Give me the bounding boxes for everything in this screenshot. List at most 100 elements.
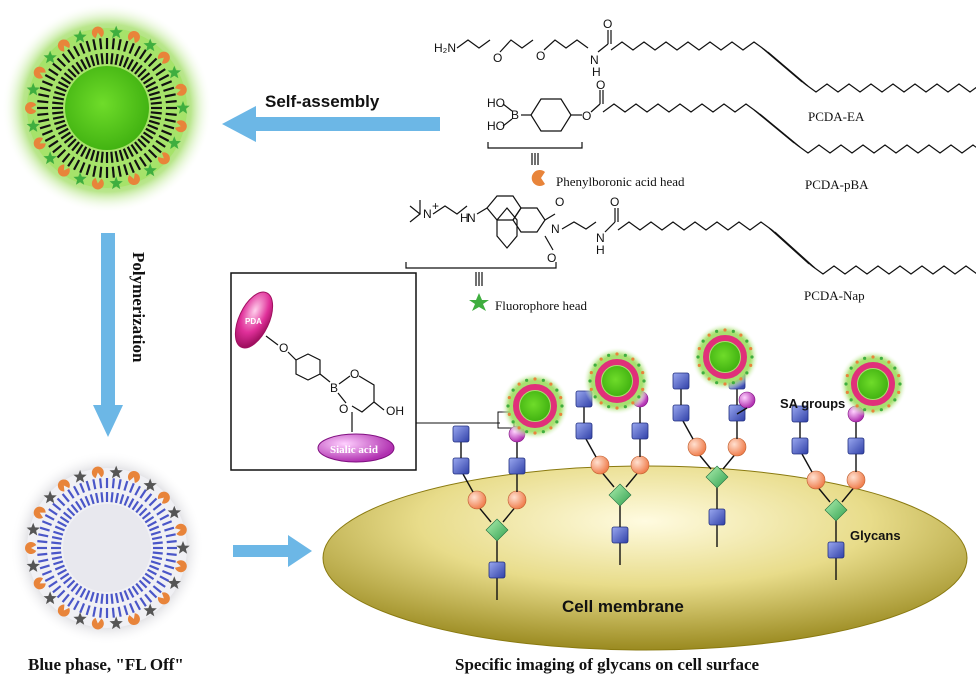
inset-boronate-ester: PDA O B O O OH Sialic acid <box>230 272 417 471</box>
star-head-icon <box>26 119 40 132</box>
svg-text:O: O <box>603 17 612 31</box>
star-head-icon <box>143 603 157 617</box>
head-icon <box>33 506 46 519</box>
head-icon <box>57 479 70 492</box>
pcda-ea-label: PCDA-EA <box>808 109 865 124</box>
star-head-icon <box>73 172 87 185</box>
inset-o2: O <box>339 402 348 416</box>
ea-nh: H <box>592 65 601 79</box>
molecule-pcda-ea: H₂N O O N H O PCDA-EA <box>434 17 976 124</box>
head-icon <box>24 542 37 554</box>
head-icon <box>127 173 140 186</box>
head-icon <box>127 613 140 626</box>
star-head-icon <box>143 38 157 52</box>
fluorophore-head-label: Fluorophore head <box>495 298 588 313</box>
sialic-acid-ellipse <box>317 433 395 463</box>
pba-ho2: HO <box>487 119 505 133</box>
head-icon <box>57 164 70 177</box>
star-head-icon <box>167 65 181 79</box>
head-icon <box>157 592 170 605</box>
pba-ho1: HO <box>487 96 505 110</box>
green-vesicle <box>2 3 212 213</box>
blue-vesicle <box>10 451 204 645</box>
svg-text:N: N <box>590 53 599 67</box>
head-icon <box>174 120 187 133</box>
pcda-pba-label: PCDA-pBA <box>805 177 869 192</box>
head-icon <box>157 152 170 165</box>
glycans-label: Glycans <box>850 528 901 543</box>
head-icon <box>33 66 46 79</box>
phenylboronic-head-icon <box>531 169 545 186</box>
head-icon <box>91 617 104 630</box>
head-icon <box>157 51 170 64</box>
molecule-pcda-nap: N + N H O N O N H O Fluorophore head PCD… <box>405 195 976 313</box>
star-head-icon <box>43 50 57 64</box>
star-head-icon <box>109 176 123 190</box>
svg-text:O: O <box>536 49 545 63</box>
star-head-icon <box>143 163 157 177</box>
glycans-group <box>452 372 866 600</box>
arrow-polymerization <box>93 233 123 437</box>
nap-nplus: N <box>423 207 432 221</box>
head-icon <box>33 137 46 150</box>
star-head-icon <box>43 151 57 165</box>
blue-vesicle-bilayer <box>37 478 177 618</box>
star-head-icon <box>109 616 123 630</box>
star-head-icon <box>43 490 57 504</box>
pda-label: PDA <box>245 317 262 326</box>
blue-phase-label: Blue phase, "FL Off" <box>28 655 184 674</box>
head-icon <box>127 470 140 483</box>
svg-text:O: O <box>610 195 619 209</box>
star-head-icon <box>176 101 190 114</box>
pba-b: B <box>511 108 519 122</box>
star-head-icon <box>167 576 181 589</box>
head-icon <box>174 83 187 96</box>
polymerization-label: Polymerization <box>129 252 148 363</box>
arrow-self-assembly <box>222 106 440 142</box>
nap-nh2: H <box>596 243 605 257</box>
head-icon <box>127 30 140 43</box>
head-icon <box>174 560 187 573</box>
star-head-icon <box>167 505 181 519</box>
head-icon <box>174 523 187 536</box>
inset-oh: OH <box>386 404 404 418</box>
sialic-acid-label: Sialic acid <box>330 444 378 456</box>
star-head-icon <box>167 136 181 149</box>
small-vesicles <box>501 323 907 440</box>
star-head-icon <box>109 25 123 39</box>
pcda-nap-label: PCDA-Nap <box>804 288 865 303</box>
star-head-icon <box>26 522 40 536</box>
nap-n2: N <box>551 222 560 236</box>
phenylboronic-head-label: Phenylboronic acid head <box>556 174 685 189</box>
head-icon <box>57 39 70 52</box>
blue-vesicle-heads <box>24 465 190 630</box>
star-head-icon <box>26 559 40 572</box>
cell-membrane <box>322 465 968 651</box>
star-head-icon <box>109 465 123 479</box>
green-vesicle-bilayer <box>37 38 177 178</box>
star-head-icon <box>73 612 87 625</box>
self-assembly-label: Self-assembly <box>265 92 380 111</box>
cell-membrane-label: Cell membrane <box>562 597 684 616</box>
svg-text:O: O <box>279 341 288 355</box>
head-icon <box>25 102 37 114</box>
head-icon <box>57 604 70 617</box>
fluorophore-head-icon <box>469 293 489 311</box>
molecule-pcda-pba: HO HO B O O Phenylboronic acid head PCDA… <box>487 78 976 192</box>
head-icon <box>91 466 104 479</box>
svg-text:O: O <box>555 195 564 209</box>
inset-b: B <box>330 381 338 395</box>
star-head-icon <box>73 469 87 483</box>
nap-nh: H <box>460 211 469 225</box>
sa-groups-label: SA groups <box>780 396 845 411</box>
svg-text:O: O <box>596 78 605 92</box>
svg-text:N: N <box>467 211 476 225</box>
star-head-icon <box>73 29 87 43</box>
svg-text:N: N <box>596 231 605 245</box>
svg-text:O: O <box>493 51 502 65</box>
star-head-icon <box>143 478 157 492</box>
svg-text:O: O <box>547 251 556 265</box>
star-head-icon <box>26 82 40 96</box>
